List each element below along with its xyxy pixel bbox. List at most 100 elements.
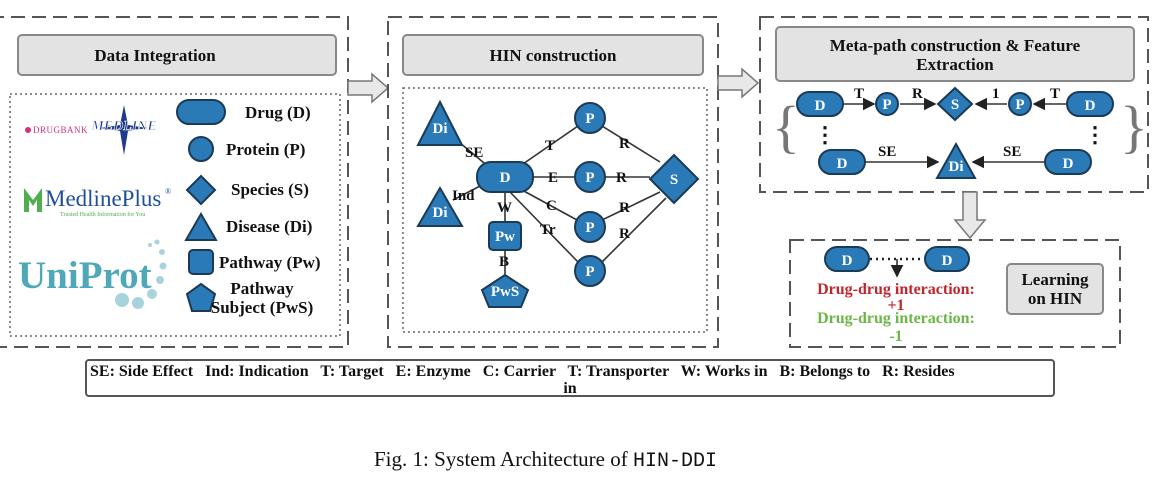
caption-system-name: HIN-DDI — [633, 450, 717, 473]
flow-arrow-1 — [347, 72, 390, 104]
metapath-node-label: D — [1063, 156, 1074, 172]
negative-value: -1 — [889, 328, 902, 345]
learning-drug-node — [924, 246, 970, 272]
uniprot-dot — [159, 249, 165, 255]
hin-header — [402, 34, 704, 76]
metapath-drug-node — [818, 149, 866, 175]
hin-protein-node-3 — [574, 211, 606, 243]
disease-type-icon — [184, 211, 218, 241]
learning-header — [1006, 263, 1104, 315]
drug-type-icon — [176, 99, 226, 125]
metapath-edge-label: 1 — [992, 86, 1000, 102]
edge-r1 — [601, 125, 661, 163]
abbreviation-legend: in — [563, 380, 576, 397]
edge-label-r2: R — [616, 170, 627, 186]
uniprot-dot — [154, 239, 160, 245]
uniprot-dot — [147, 289, 157, 299]
left-brace: { — [772, 94, 800, 159]
hin-drug-label: D — [500, 170, 511, 186]
edge-label-se: SE — [465, 145, 483, 161]
hin-pathway-subject-label: PwS — [491, 284, 519, 300]
edge-r3 — [601, 191, 661, 221]
metapath-header — [775, 26, 1135, 82]
hin-protein-node-4 — [574, 255, 606, 287]
metapath-protein-node — [1008, 92, 1032, 116]
negative-interaction: Drug-drug interaction: — [817, 310, 975, 327]
sources-box — [9, 93, 341, 337]
medlineplus-logo: MedlinePlus ® Trusted Health Information… — [24, 186, 171, 218]
metapath-title: Extraction — [916, 55, 994, 74]
medlineplus-name: MedlinePlus — [45, 186, 161, 211]
edge-label-w: W — [497, 200, 512, 216]
metapath-node-label: D — [837, 156, 848, 172]
edge-label-r3: R — [619, 200, 630, 216]
pathway-subject-type-label: Pathway — [230, 279, 294, 298]
hin-protein-node-1 — [574, 102, 606, 134]
metapath-drug-node — [796, 91, 844, 117]
metapath-node-label: D — [815, 98, 826, 114]
hin-disease-se-node — [416, 99, 464, 146]
metapath-edge-label: T — [854, 86, 864, 102]
hin-disease-ind-label: Di — [433, 205, 448, 221]
metapath-edge-label: T — [1050, 86, 1060, 102]
metapath-disease-node — [935, 141, 977, 179]
edge-label-ind: Ind — [452, 188, 475, 204]
drugbank-logo-icon — [25, 127, 31, 133]
data-integration-header — [17, 34, 337, 76]
hin-protein-label-3: P — [585, 220, 594, 236]
data-integration-panel — [0, 16, 349, 348]
hin-protein-label-4: P — [585, 264, 594, 280]
metapath-node-label: P — [1015, 97, 1024, 113]
abbreviation-legend-box — [85, 359, 1055, 397]
edge-label-c: C — [546, 198, 557, 214]
metapath-node-label: S — [951, 97, 959, 113]
hin-drug-node — [476, 161, 534, 193]
learning-title: Learning — [1021, 270, 1089, 289]
hin-disease-ind-node — [416, 186, 464, 227]
abbreviation-legend: SE: Side Effect Ind: Indication T: Targe… — [90, 363, 955, 380]
pathway-type-icon — [188, 249, 214, 275]
hin-protein-label-2: P — [585, 170, 594, 186]
edge-label-tr: Tr — [540, 222, 556, 238]
right-brace: } — [1120, 94, 1148, 159]
hin-graph-box — [402, 87, 708, 333]
hin-panel — [387, 16, 719, 348]
caption-prefix: Fig. 1: System Architecture of — [374, 447, 633, 471]
uniprot-dot — [132, 297, 144, 309]
edge-label-r1: R — [619, 136, 630, 152]
pathway-subject-type-label: Subject (PwS) — [211, 298, 313, 317]
hin-species-label: S — [670, 172, 678, 188]
learning-title: on HIN — [1028, 289, 1083, 308]
metapath-node-label: D — [1085, 98, 1096, 114]
uniprot-dot — [159, 262, 167, 270]
edge-label-b: B — [499, 254, 509, 270]
edge-r4 — [601, 197, 667, 263]
uniprot-logo: UniProt — [18, 239, 167, 309]
uniprot-dot — [148, 243, 152, 247]
protein-type-label: Protein (P) — [226, 140, 305, 159]
hin-title: HIN construction — [489, 46, 617, 65]
uniprot-text: UniProt — [18, 254, 152, 297]
edge-label-t: T — [545, 138, 555, 154]
learning-node-label: D — [842, 253, 853, 269]
uniprot-dot — [115, 293, 129, 307]
ellipsis-right: ⋮ — [1084, 122, 1106, 147]
metapath-drug-node — [1044, 149, 1092, 175]
learning-node-label: D — [942, 253, 953, 269]
metapath-node-label: Di — [949, 159, 964, 175]
metapath-edges — [843, 97, 1067, 169]
metapath-node-label: P — [882, 97, 891, 113]
disease-type-label: Disease (Di) — [226, 217, 312, 236]
metapath-edge-label: R — [912, 86, 923, 102]
metapath-panel — [759, 16, 1149, 193]
ellipsis-left: ⋮ — [814, 122, 836, 147]
species-type-label: Species (S) — [231, 180, 309, 199]
uniprot-dot — [156, 276, 164, 284]
hin-disease-se-label: Di — [433, 121, 448, 137]
medlineplus-reg: ® — [165, 187, 171, 196]
protein-type-icon — [188, 136, 214, 162]
metapath-edge-label: SE — [1003, 144, 1021, 160]
medline-star-icon — [100, 105, 148, 155]
drug-type-label: Drug (D) — [245, 103, 311, 122]
medline-logo: MEDLINE — [90, 105, 157, 155]
